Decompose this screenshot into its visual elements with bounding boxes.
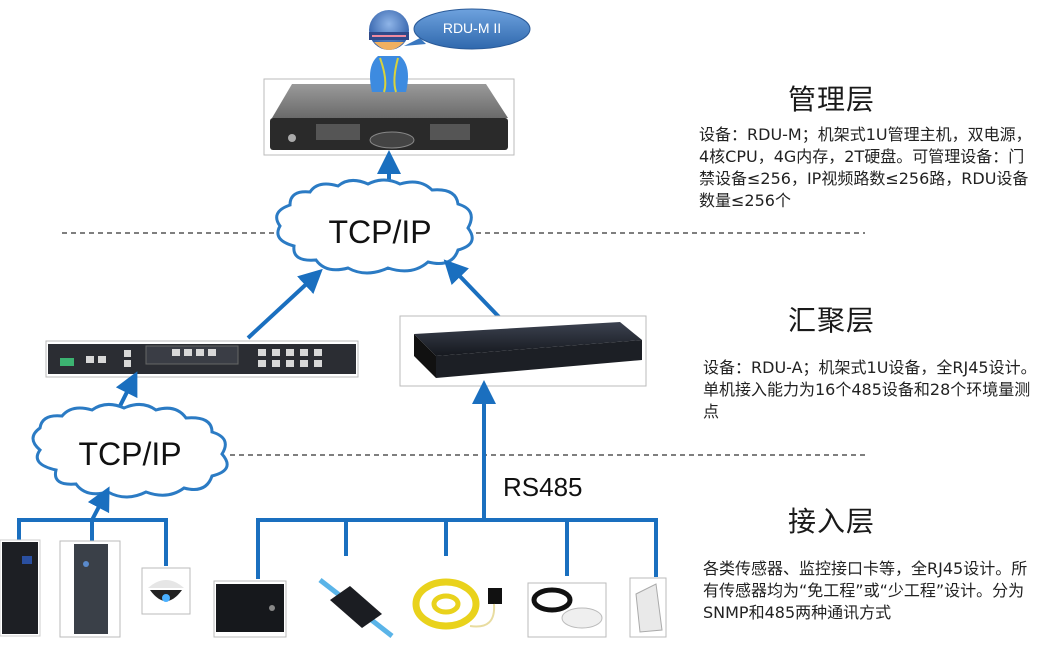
layer-title-aggregation: 汇聚层	[788, 304, 876, 337]
water-leak-sensor	[412, 578, 502, 630]
admin-avatar-icon	[369, 10, 409, 93]
ups-cabinet	[0, 539, 41, 637]
layer-desc-aggregation: 设备：RDU-A；机架式1U设备，全RJ45设计。单机接入能力为16个485设备…	[703, 358, 1037, 421]
layer-desc-management: 设备：RDU-M；机架式1U管理主机，双电源，4核CPU，4G内存，2T硬盘。可…	[699, 125, 1032, 210]
speech-bubble	[404, 8, 531, 50]
rs485-bus	[256, 518, 658, 579]
network-switch	[45, 340, 359, 378]
rs485-label: RS485	[503, 472, 583, 502]
arrow-switch-to-cloud	[246, 268, 323, 340]
rs485-converter	[318, 578, 394, 638]
rdu-a-unit	[399, 315, 647, 387]
dome-camera	[141, 567, 191, 615]
cloud-bottom-label: TCP/IP	[78, 436, 182, 472]
cloud-top-label: TCP/IP	[328, 214, 432, 250]
motion-sensor	[629, 577, 667, 638]
arrow-rdua-to-cloud	[443, 259, 502, 320]
arrow-snmp-to-cloud	[87, 486, 110, 521]
tcp-ip-cloud-bottom	[31, 403, 229, 499]
precision-air-conditioner	[59, 540, 121, 638]
door-access-controller	[213, 580, 287, 638]
tcp-ip-cloud-top	[275, 178, 474, 275]
rdu-m-server	[263, 78, 515, 156]
layer-title-access: 接入层	[788, 505, 876, 538]
layer-title-management: 管理层	[788, 83, 876, 116]
smoke-detector	[527, 582, 607, 638]
layer-desc-access: 各类传感器、监控接口卡等，全RJ45设计。所有传感器均为“免工程”或“少工程”设…	[703, 559, 1028, 622]
speech-bubble-label: RDU-M II	[442, 20, 502, 36]
